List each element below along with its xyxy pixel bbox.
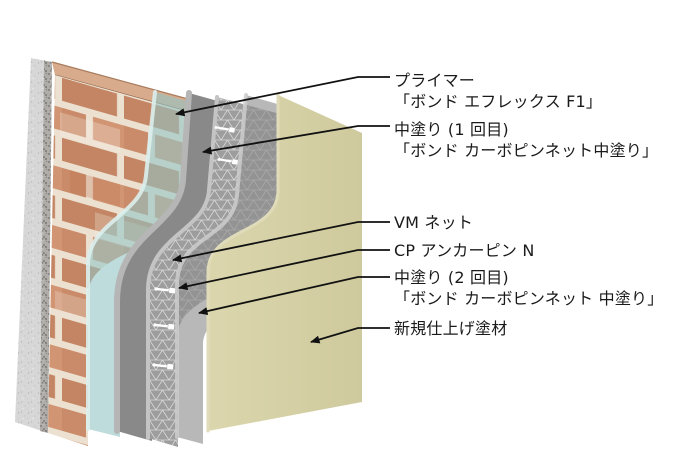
label-net-name: VM ネット	[394, 213, 473, 232]
callout-arrows	[172, 76, 390, 344]
label-coat1-name: 中塗り (1 回目)	[394, 120, 509, 139]
callout-arrow-coat2	[198, 276, 390, 316]
label-coat2-product: 「ボンド カーボピンネット 中塗り」	[394, 289, 663, 308]
label-primer-name: プライマー	[394, 71, 475, 90]
label-coat2-name: 中塗り (2 回目)	[394, 268, 509, 287]
callout-labels: プライマー 「ボンド エフレックス F1」 中塗り (1 回目) 「ボンド カー…	[394, 71, 663, 338]
layer-concrete-substrate	[15, 58, 52, 433]
finish-sheet-edge	[206, 93, 280, 433]
callout-arrow-coat1	[202, 125, 390, 155]
anchor-pin	[152, 363, 174, 370]
net-sheet-edge	[146, 95, 219, 440]
coat2-sheet-edge	[175, 93, 248, 439]
anchor-pin	[153, 323, 175, 330]
label-primer-product: 「ボンド エフレックス F1」	[394, 92, 602, 111]
callout-arrow-pin	[178, 249, 390, 291]
callout-arrow-primer	[175, 76, 390, 117]
coat1-sheet-edge	[114, 90, 192, 434]
label-coat1-product: 「ボンド カーボピンネット中塗り」	[394, 141, 658, 160]
label-finish-name: 新規仕上げ塗材	[394, 319, 507, 338]
primer-sheet-edge	[86, 90, 157, 431]
label-pin-name: CP アンカーピン N	[394, 241, 535, 260]
anchor-pin	[214, 125, 236, 133]
layer-finish-coat-sheet	[206, 93, 362, 433]
callout-arrow-net	[172, 221, 390, 263]
anchor-pin	[217, 157, 239, 165]
callout-arrow-finish	[310, 327, 390, 344]
